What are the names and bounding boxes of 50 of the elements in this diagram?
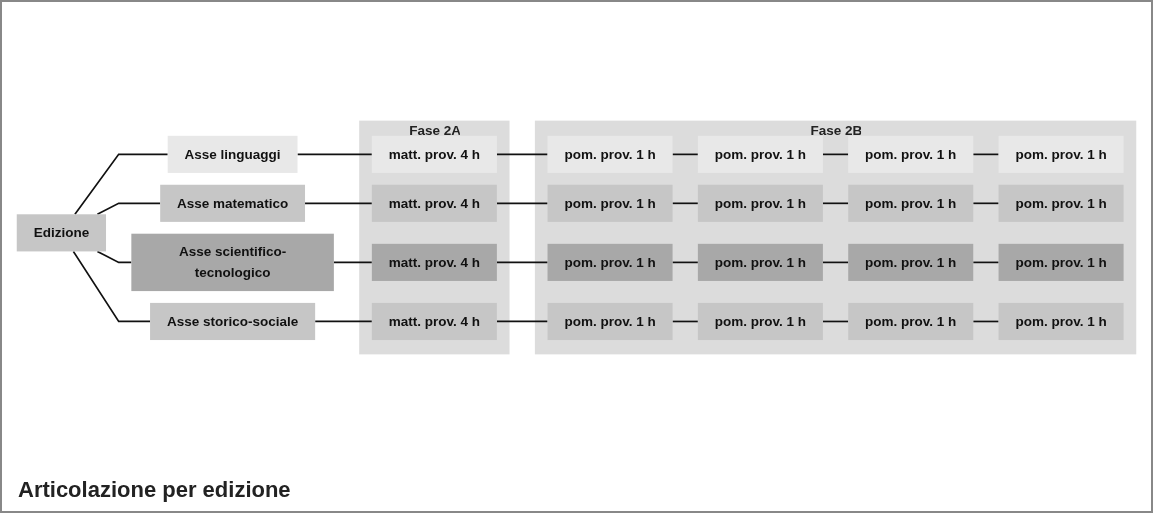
connector <box>496 261 549 264</box>
connector <box>74 153 169 216</box>
connector <box>314 320 373 323</box>
connector <box>671 202 699 205</box>
node-box: pom. prov. 1 h <box>547 184 673 222</box>
connector <box>496 320 549 323</box>
connector <box>822 320 850 323</box>
connector <box>304 202 373 205</box>
node-box: pom. prov. 1 h <box>547 302 673 341</box>
node-box: Asse linguaggi <box>167 135 298 173</box>
connector <box>96 202 162 216</box>
connector <box>972 153 1000 156</box>
connector <box>671 153 699 156</box>
node-box: pom. prov. 1 h <box>998 302 1124 341</box>
node-box: matt. prov. 4 h <box>371 302 497 341</box>
connector <box>972 320 1000 323</box>
node-box: pom. prov. 1 h <box>697 302 823 341</box>
connector <box>496 153 549 156</box>
node-box: Asse storico-sociale <box>150 302 316 341</box>
connector <box>72 250 151 323</box>
node-box: matt. prov. 4 h <box>371 135 497 173</box>
node-box: matt. prov. 4 h <box>371 184 497 222</box>
node-box: pom. prov. 1 h <box>848 184 974 222</box>
connector <box>822 261 850 264</box>
connector <box>496 202 549 205</box>
node-box: pom. prov. 1 h <box>998 135 1124 173</box>
node-box: Asse matematico <box>160 184 305 222</box>
node-box: pom. prov. 1 h <box>848 135 974 173</box>
connector <box>296 153 373 156</box>
node-box: Asse scientifico-tecnologico <box>131 233 334 292</box>
node-box: pom. prov. 1 h <box>547 135 673 173</box>
connector <box>671 320 699 323</box>
node-box: pom. prov. 1 h <box>848 243 974 281</box>
connector <box>972 202 1000 205</box>
node-box: pom. prov. 1 h <box>998 184 1124 222</box>
connector <box>822 202 850 205</box>
connector <box>671 261 699 264</box>
diagram-title: Articolazione per edizione <box>18 477 291 503</box>
connector <box>972 261 1000 264</box>
node-box: pom. prov. 1 h <box>998 243 1124 281</box>
node-box: pom. prov. 1 h <box>697 243 823 281</box>
connector <box>822 153 850 156</box>
node-box: Edizione <box>16 214 106 252</box>
node-box: pom. prov. 1 h <box>848 302 974 341</box>
node-box: matt. prov. 4 h <box>371 243 497 281</box>
node-box: pom. prov. 1 h <box>547 243 673 281</box>
connector <box>333 261 373 264</box>
node-box: pom. prov. 1 h <box>697 184 823 222</box>
connector <box>96 250 133 264</box>
node-box: pom. prov. 1 h <box>697 135 823 173</box>
